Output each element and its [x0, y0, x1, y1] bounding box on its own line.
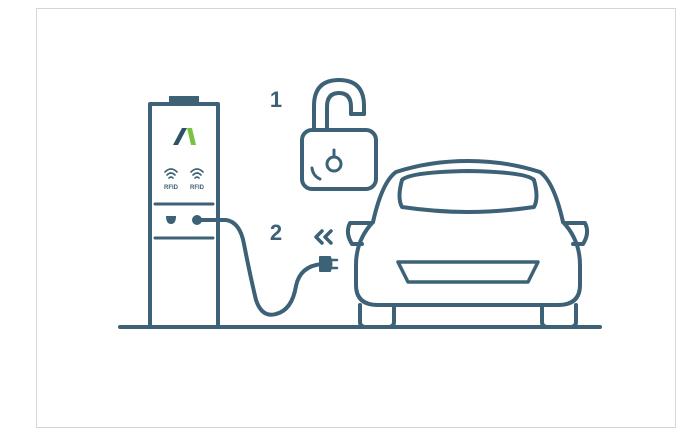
car-wheel-right: [542, 305, 576, 327]
station-body: [150, 104, 218, 327]
charging-station: RFID RFID: [150, 96, 218, 327]
double-chevron-left-icon: [316, 231, 331, 243]
brand-logo-icon: [173, 128, 196, 145]
step-2-number: 2: [270, 220, 282, 245]
car-windshield: [400, 171, 537, 212]
contactless-icon: [165, 169, 177, 178]
unlocked-padlock-icon: [302, 80, 376, 189]
plug-icon: [320, 257, 337, 271]
rfid-label-1: RFID: [164, 185, 179, 191]
car-front-view: [348, 161, 587, 327]
rfid-label-2: RFID: [190, 185, 205, 191]
car-grille: [398, 262, 538, 282]
socket-icon: [166, 216, 176, 224]
car-wheel-left: [360, 305, 394, 327]
ev-charging-illustration: RFID RFID 1 2: [0, 0, 688, 399]
step-1-number: 1: [270, 87, 282, 112]
contactless-icon: [191, 169, 203, 178]
